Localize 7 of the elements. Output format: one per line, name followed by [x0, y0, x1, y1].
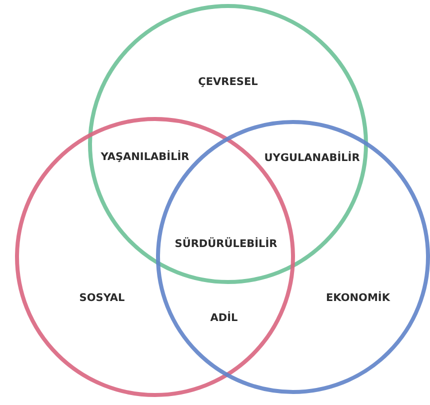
overlap-label: YAŞANILABİLİR	[100, 151, 190, 163]
circle-label: ÇEVRESEL	[198, 76, 258, 88]
overlap-label: ADİL	[210, 312, 238, 324]
circle-label: EKONOMİK	[326, 292, 390, 304]
overlap-label: UYGULANABİLİR	[264, 152, 360, 164]
overlap-label: SÜRDÜRÜLEBİLİR	[174, 238, 278, 250]
circle-label: SOSYAL	[79, 292, 125, 304]
